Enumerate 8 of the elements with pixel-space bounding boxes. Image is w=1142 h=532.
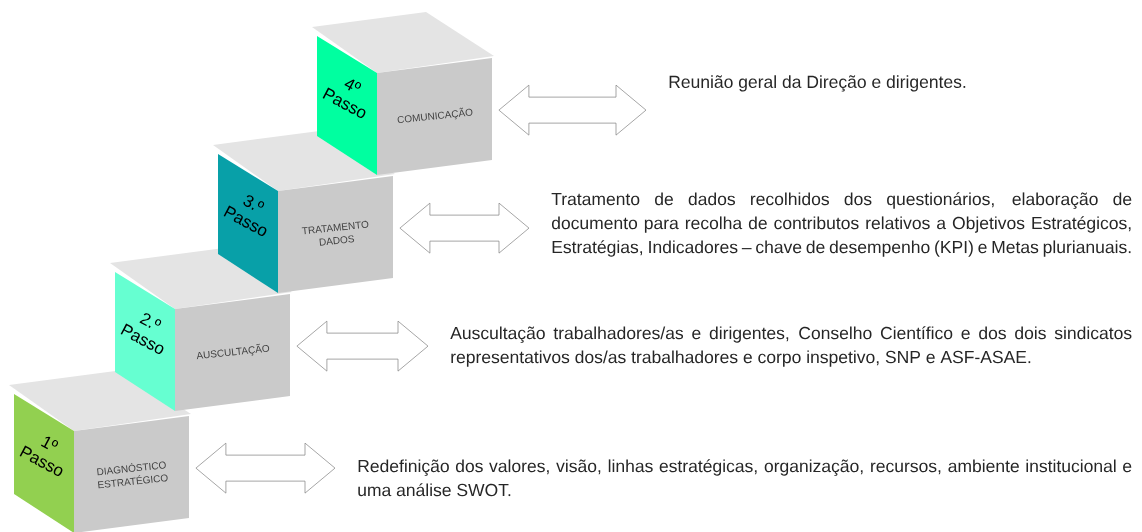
double-arrow xyxy=(195,442,336,494)
description-text: Auscultação trabalhadores/as e dirigentes, Conselho Científico e dos dois sindicatos representativos dos/as trabalhadores e corpo inspetivo, SNP e ASF-ASAE. xyxy=(450,326,1132,367)
double-arrow xyxy=(498,84,647,136)
description-text: Reunião geral da Direção e dirigentes. xyxy=(669,75,966,92)
description-text: Tratamento de dados recolhidos dos questionários, elaboração de documento para recolha de contributos relativos a Objetivos Estratégicos, Estratégias, Indicadores – chave de desempenho (KPI) e Metas plurianuais. xyxy=(551,192,1132,257)
double-arrow xyxy=(296,320,429,372)
double-arrow xyxy=(399,202,530,254)
description-text: Redefinição dos valores, visão, linhas estratégicas, organização, recursos, ambiente institucional e uma análise SWOT. xyxy=(358,459,1132,497)
